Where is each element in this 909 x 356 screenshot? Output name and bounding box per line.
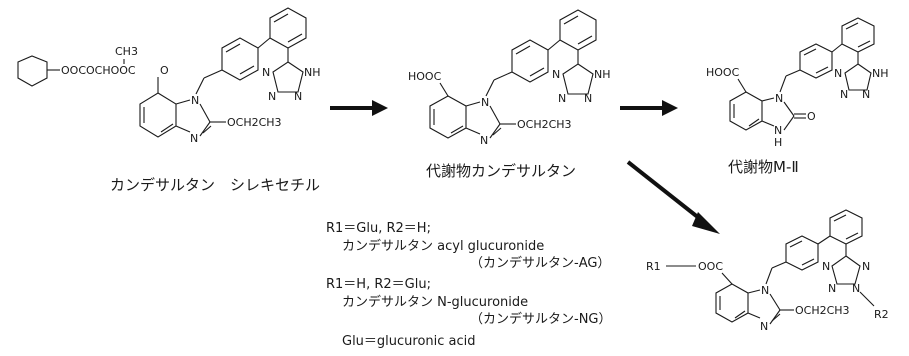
active-ethoxy: OCH2CH3 — [517, 118, 572, 131]
methyl-label: CH3 — [115, 45, 138, 58]
m2-ring-nh: N — [774, 124, 782, 137]
active-tet-n3: N — [584, 92, 592, 105]
prodrug-caption: カンデサルタン シレキセチル — [110, 176, 320, 194]
tet-n2-label: N — [268, 90, 276, 103]
arrow-active-to-m2 — [620, 100, 678, 116]
active-ring-n1: N — [481, 96, 489, 109]
ring-n1-label: N — [191, 94, 199, 107]
glu-ring-n3: N — [760, 320, 768, 333]
glu-ring-n1: N — [761, 284, 769, 297]
tetrazole-ring — [272, 61, 304, 93]
active-tet-n1: N — [552, 68, 560, 81]
legend-line-7: Glu＝glucuronic acid — [342, 334, 476, 349]
tet-n1-label: N — [262, 66, 270, 79]
active-ring-n3: N — [480, 134, 488, 147]
m2-oxo-label: O — [807, 110, 816, 123]
glu-tetrazole — [831, 255, 861, 285]
arrow-prodrug-to-active — [330, 100, 388, 116]
active-tetrazole — [562, 63, 594, 95]
active-caption: 代謝物カンデサルタン — [426, 162, 576, 180]
glu-benzene — [715, 283, 749, 323]
glu-tet-n4: N — [862, 260, 870, 273]
active-tet-n2: N — [558, 92, 566, 105]
m2-acid-label: HOOC — [706, 66, 740, 79]
glu-r1-label: R1 — [646, 260, 661, 273]
ethoxy-label: OCH2CH3 — [227, 116, 282, 129]
m2-benzene — [729, 91, 763, 131]
glu-ester-label: OOC — [698, 260, 723, 273]
legend-line-1: R1＝Glu, R2＝H; — [326, 221, 431, 236]
m2-tet-n2: N — [840, 88, 848, 101]
active-benzene — [429, 95, 467, 139]
glu-r2-label: R2 — [874, 308, 889, 321]
legend-line-4: R1＝H, R2＝Glu; — [326, 277, 431, 292]
ester-chain-label: OOCOCHOOC — [61, 64, 136, 77]
ring-n3-label: N — [190, 132, 198, 145]
tet-n3-label: N — [294, 90, 302, 103]
m2-tet-n1: N — [834, 67, 842, 80]
cyclohexane-ring — [17, 55, 48, 87]
m2-ring-n1: N — [775, 92, 783, 105]
glu-ethoxy: OCH2CH3 — [795, 304, 850, 317]
m2-ring-h: H — [774, 136, 782, 149]
glucuronide-legend: R1＝Glu, R2＝H; カンデサルタン acyl glucuronide （… — [326, 221, 612, 349]
active-acid-label: HOOC — [408, 70, 442, 83]
glu-tet-n2: N — [828, 282, 836, 295]
glu-tet-n3: N — [852, 282, 860, 295]
glu-tet-n1: N — [822, 260, 830, 273]
tet-nh-label: NH — [304, 66, 321, 79]
m2-tetrazole — [844, 63, 872, 91]
m2-tet-nh: NH — [872, 67, 889, 80]
carbonyl-o-label: O — [160, 64, 169, 77]
benzimidazole-benzene — [139, 92, 177, 138]
glucuronide-structure: R1 OOC N N OCH2CH3 N N N N R2 — [646, 209, 889, 333]
active-tet-nh: NH — [594, 68, 611, 81]
active-structure: HOOC N N OCH2CH3 N N N NH 代謝物カンデサルタン — [408, 9, 611, 180]
m2-structure: HOOC N N H O N N N NH 代謝物M-Ⅱ — [706, 17, 889, 176]
legend-line-3: （カンデサルタン-AG） — [470, 255, 610, 271]
arrow-active-to-glucuronide — [626, 160, 720, 234]
legend-line-2: カンデサルタン acyl glucuronide — [342, 238, 544, 254]
m2-tet-n3: N — [862, 88, 870, 101]
m2-caption: 代謝物M-Ⅱ — [728, 158, 799, 176]
legend-line-5: カンデサルタン N-glucuronide — [342, 294, 528, 310]
prodrug-structure: OOCOCHOOC CH3 O N N OCH2CH3 — [17, 7, 321, 194]
legend-line-6: （カンデサルタン-NG） — [470, 311, 612, 327]
